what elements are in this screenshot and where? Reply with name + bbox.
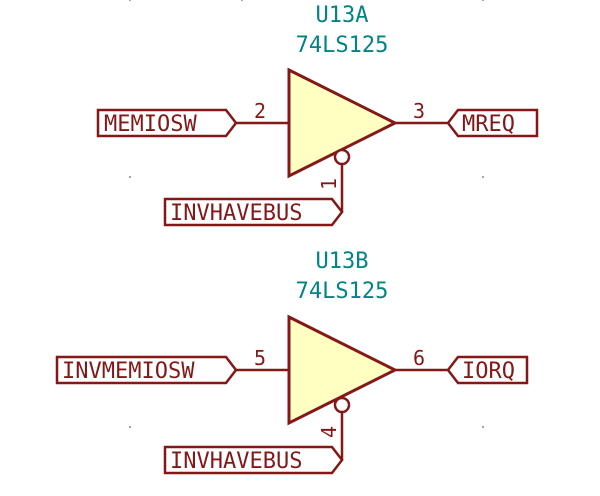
pin-number: 3 — [413, 99, 425, 123]
buffer-triangle — [287, 314, 399, 426]
net-label-text: INVHAVEBUS — [170, 201, 302, 226]
net-label-text: MREQ — [462, 112, 515, 137]
pin-number: 1 — [317, 178, 341, 190]
gate-reference: U13B — [316, 249, 369, 274]
pin-number: 6 — [413, 346, 425, 370]
buffer-gate-u13b[interactable]: U13B 74LS125 INVMEMIOSW 5 6 IORQ 4 INVHA… — [55, 249, 529, 475]
net-label-text: INVMEMIOSW — [62, 359, 195, 384]
buffer-gate-u13a[interactable]: U13A 74LS125 MEMIOSW 2 3 MREQ 1 INVHAVEB… — [96, 3, 539, 227]
net-label-iorq[interactable]: IORQ — [446, 355, 529, 385]
net-label-memiosw[interactable]: MEMIOSW — [96, 108, 238, 138]
gate-reference: U13A — [316, 3, 369, 28]
pin-number: 5 — [254, 346, 266, 370]
pin-number: 4 — [317, 426, 341, 438]
net-label-text: IORQ — [462, 359, 515, 384]
net-label-invmemiosw[interactable]: INVMEMIOSW — [55, 355, 238, 385]
gate-value: 74LS125 — [296, 33, 389, 58]
net-label-invhavebus[interactable]: INVHAVEBUS — [163, 197, 344, 227]
net-label-mreq[interactable]: MREQ — [446, 108, 539, 138]
net-label-text: MEMIOSW — [104, 112, 197, 137]
gate-value: 74LS125 — [296, 279, 389, 304]
inversion-bubble — [333, 396, 351, 414]
grid-dots — [129, 0, 484, 428]
pin-number: 2 — [254, 99, 266, 123]
net-label-invhavebus[interactable]: INVHAVEBUS — [163, 445, 344, 475]
inversion-bubble — [333, 148, 351, 166]
net-label-text: INVHAVEBUS — [170, 449, 302, 474]
